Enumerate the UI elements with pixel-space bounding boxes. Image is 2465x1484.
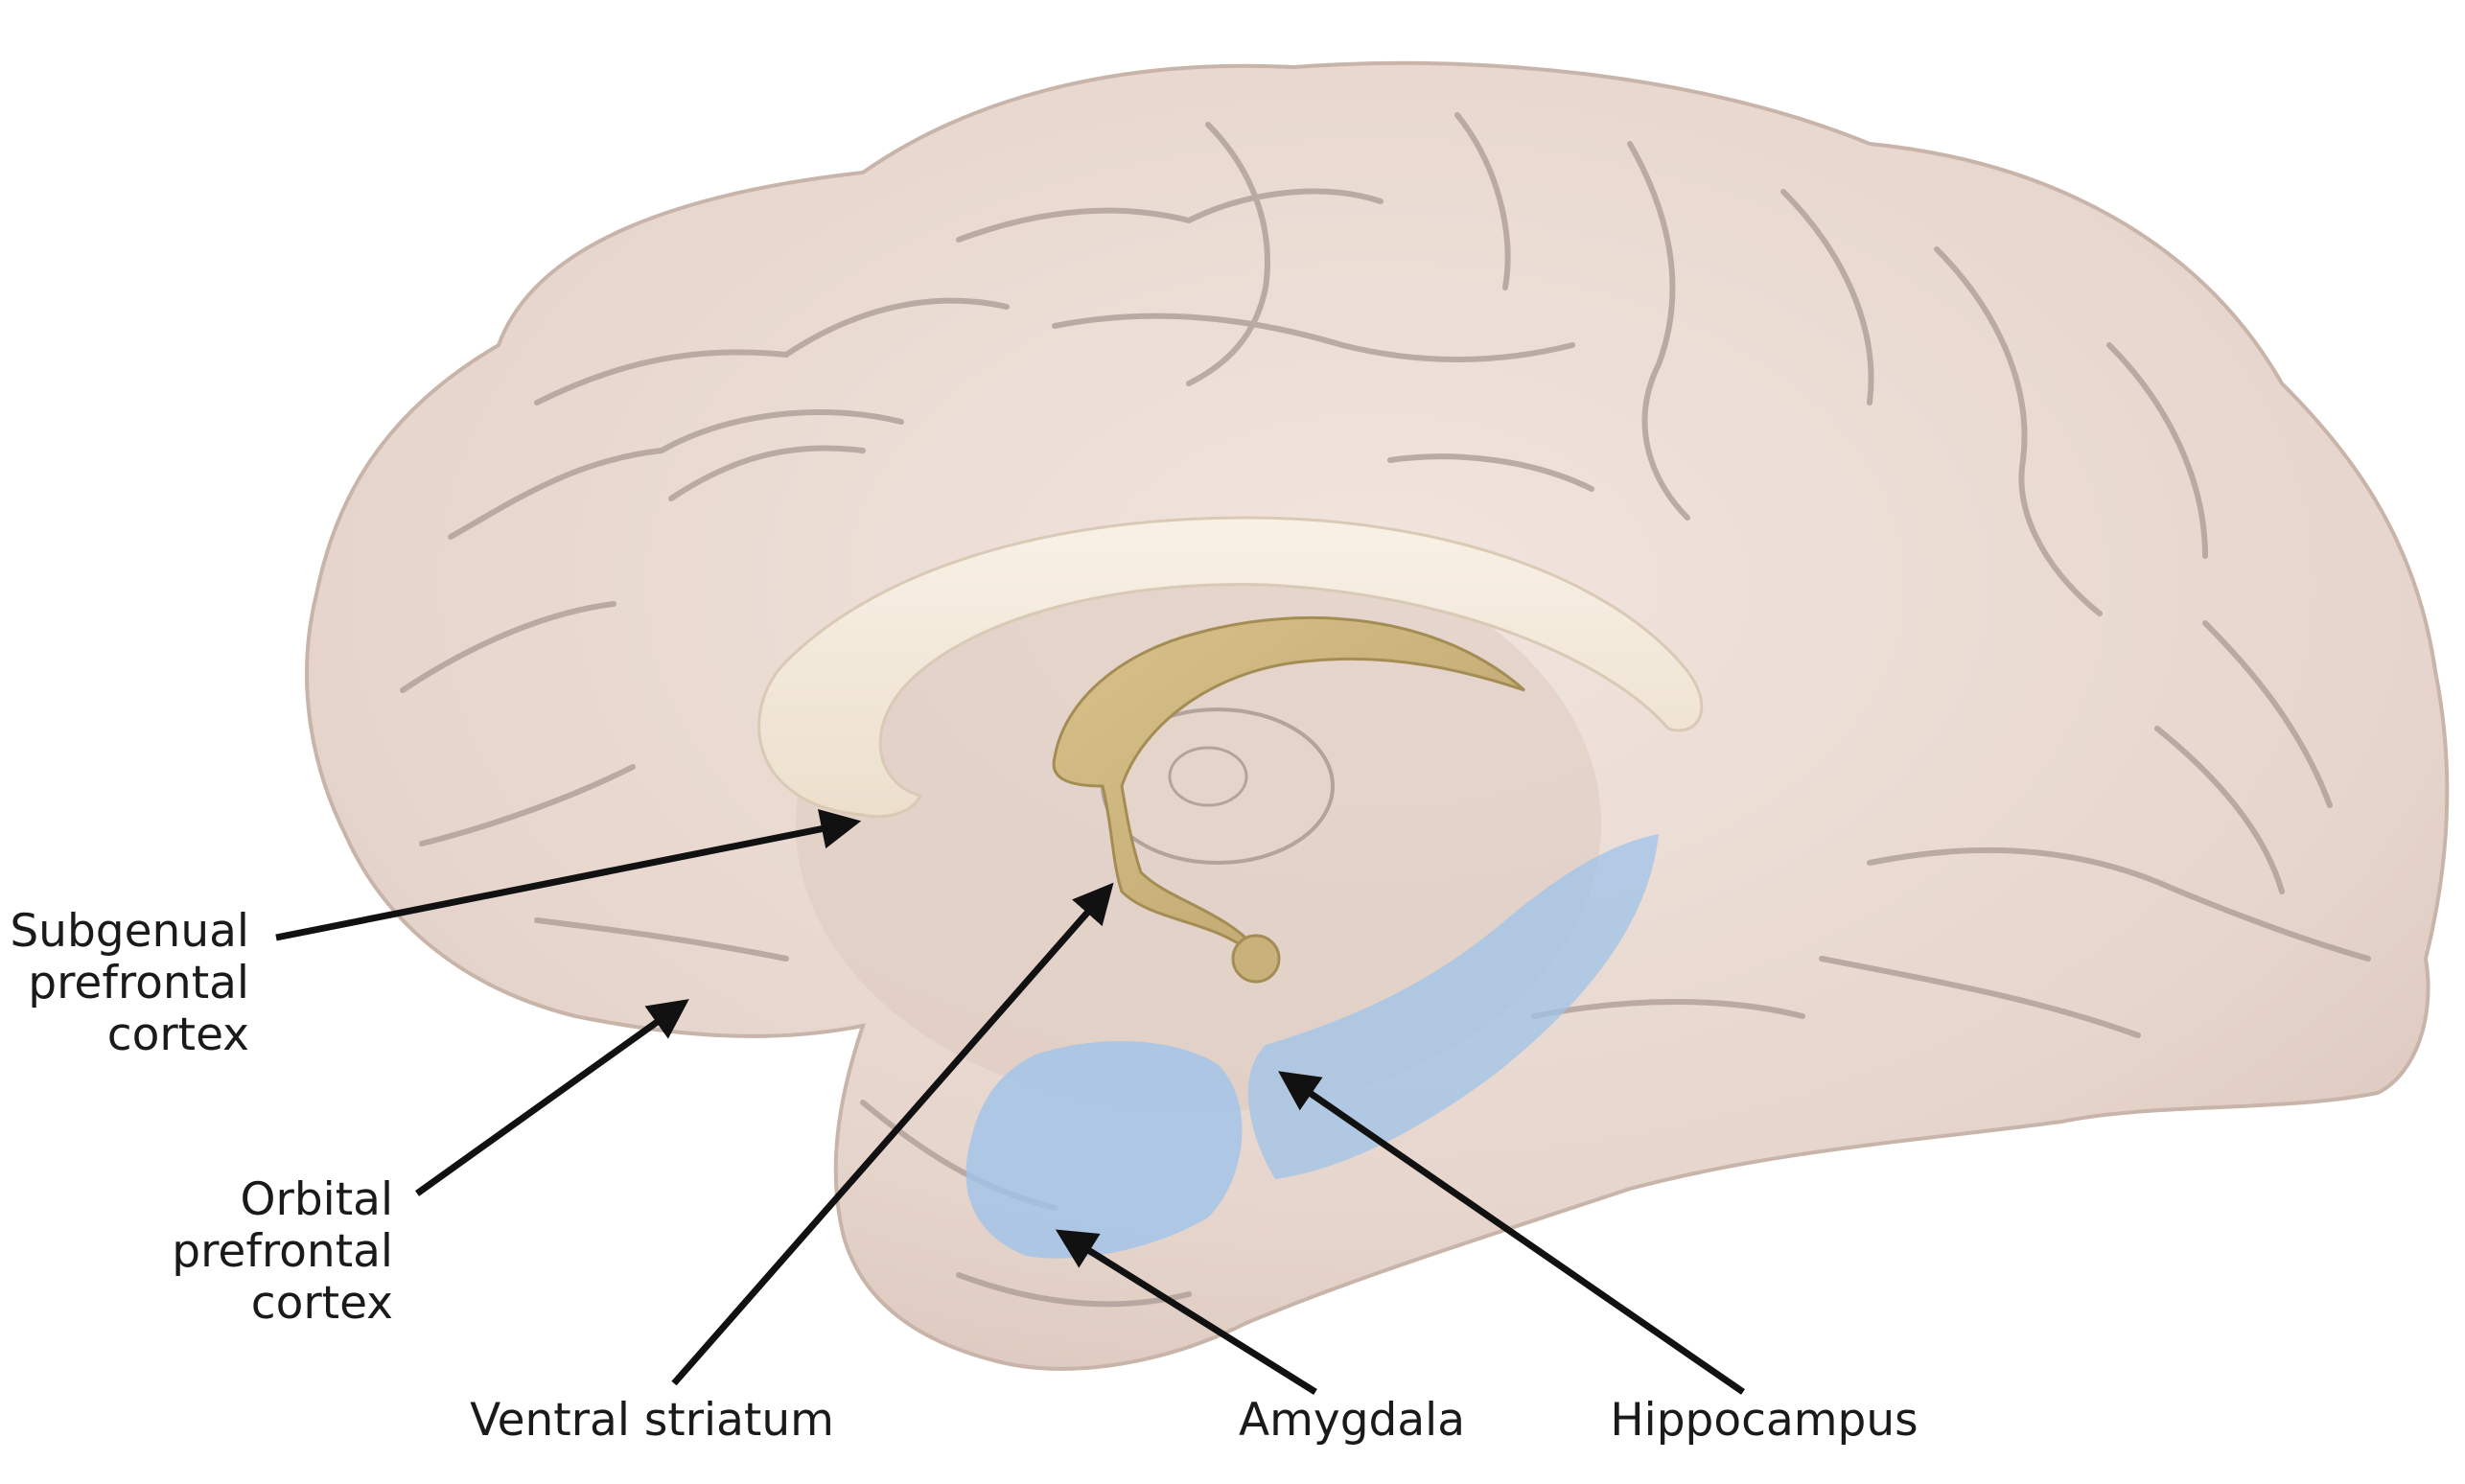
label-orbital-line1: Orbital xyxy=(240,1173,394,1226)
sulci xyxy=(400,112,2371,1308)
interthalamic-adhesion xyxy=(1168,746,1248,807)
arrow-orbital xyxy=(414,999,689,1196)
arrow-ventral-striatum xyxy=(671,882,1114,1386)
label-hippocampus-text: Hippocampus xyxy=(1610,1394,1919,1447)
amygdala-region xyxy=(965,1041,1243,1259)
label-subgenual-prefrontal-cortex: Subgenual prefrontal cortex xyxy=(10,906,249,1061)
arrow-amygdala xyxy=(1055,1229,1317,1395)
label-amygdala-text: Amygdala xyxy=(1238,1394,1466,1447)
label-orbital-prefrontal-cortex: Orbital prefrontal cortex xyxy=(153,1174,393,1330)
hippocampus-region xyxy=(1247,834,1659,1179)
label-ventral-striatum-text: Ventral striatum xyxy=(470,1394,834,1447)
fornix xyxy=(1052,615,1525,967)
label-orbital-line2: prefrontal xyxy=(172,1225,393,1278)
arrow-hippocampus xyxy=(1278,1071,1745,1395)
label-subgenual-line2: prefrontal xyxy=(28,957,249,1009)
arrow-subgenual xyxy=(275,808,862,941)
label-subgenual-line3: cortex xyxy=(106,1009,249,1061)
label-subgenual-line1: Subgenual xyxy=(10,905,249,958)
arrows xyxy=(275,808,1745,1395)
label-ventral-striatum: Ventral striatum xyxy=(451,1395,853,1447)
mammillary-body xyxy=(1231,934,1281,984)
label-orbital-line3: cortex xyxy=(250,1277,393,1330)
label-amygdala: Amygdala xyxy=(1208,1395,1496,1447)
corpus-callosum xyxy=(757,516,1704,819)
label-hippocampus: Hippocampus xyxy=(1592,1395,1937,1447)
brain-hemisphere xyxy=(305,60,2450,1371)
